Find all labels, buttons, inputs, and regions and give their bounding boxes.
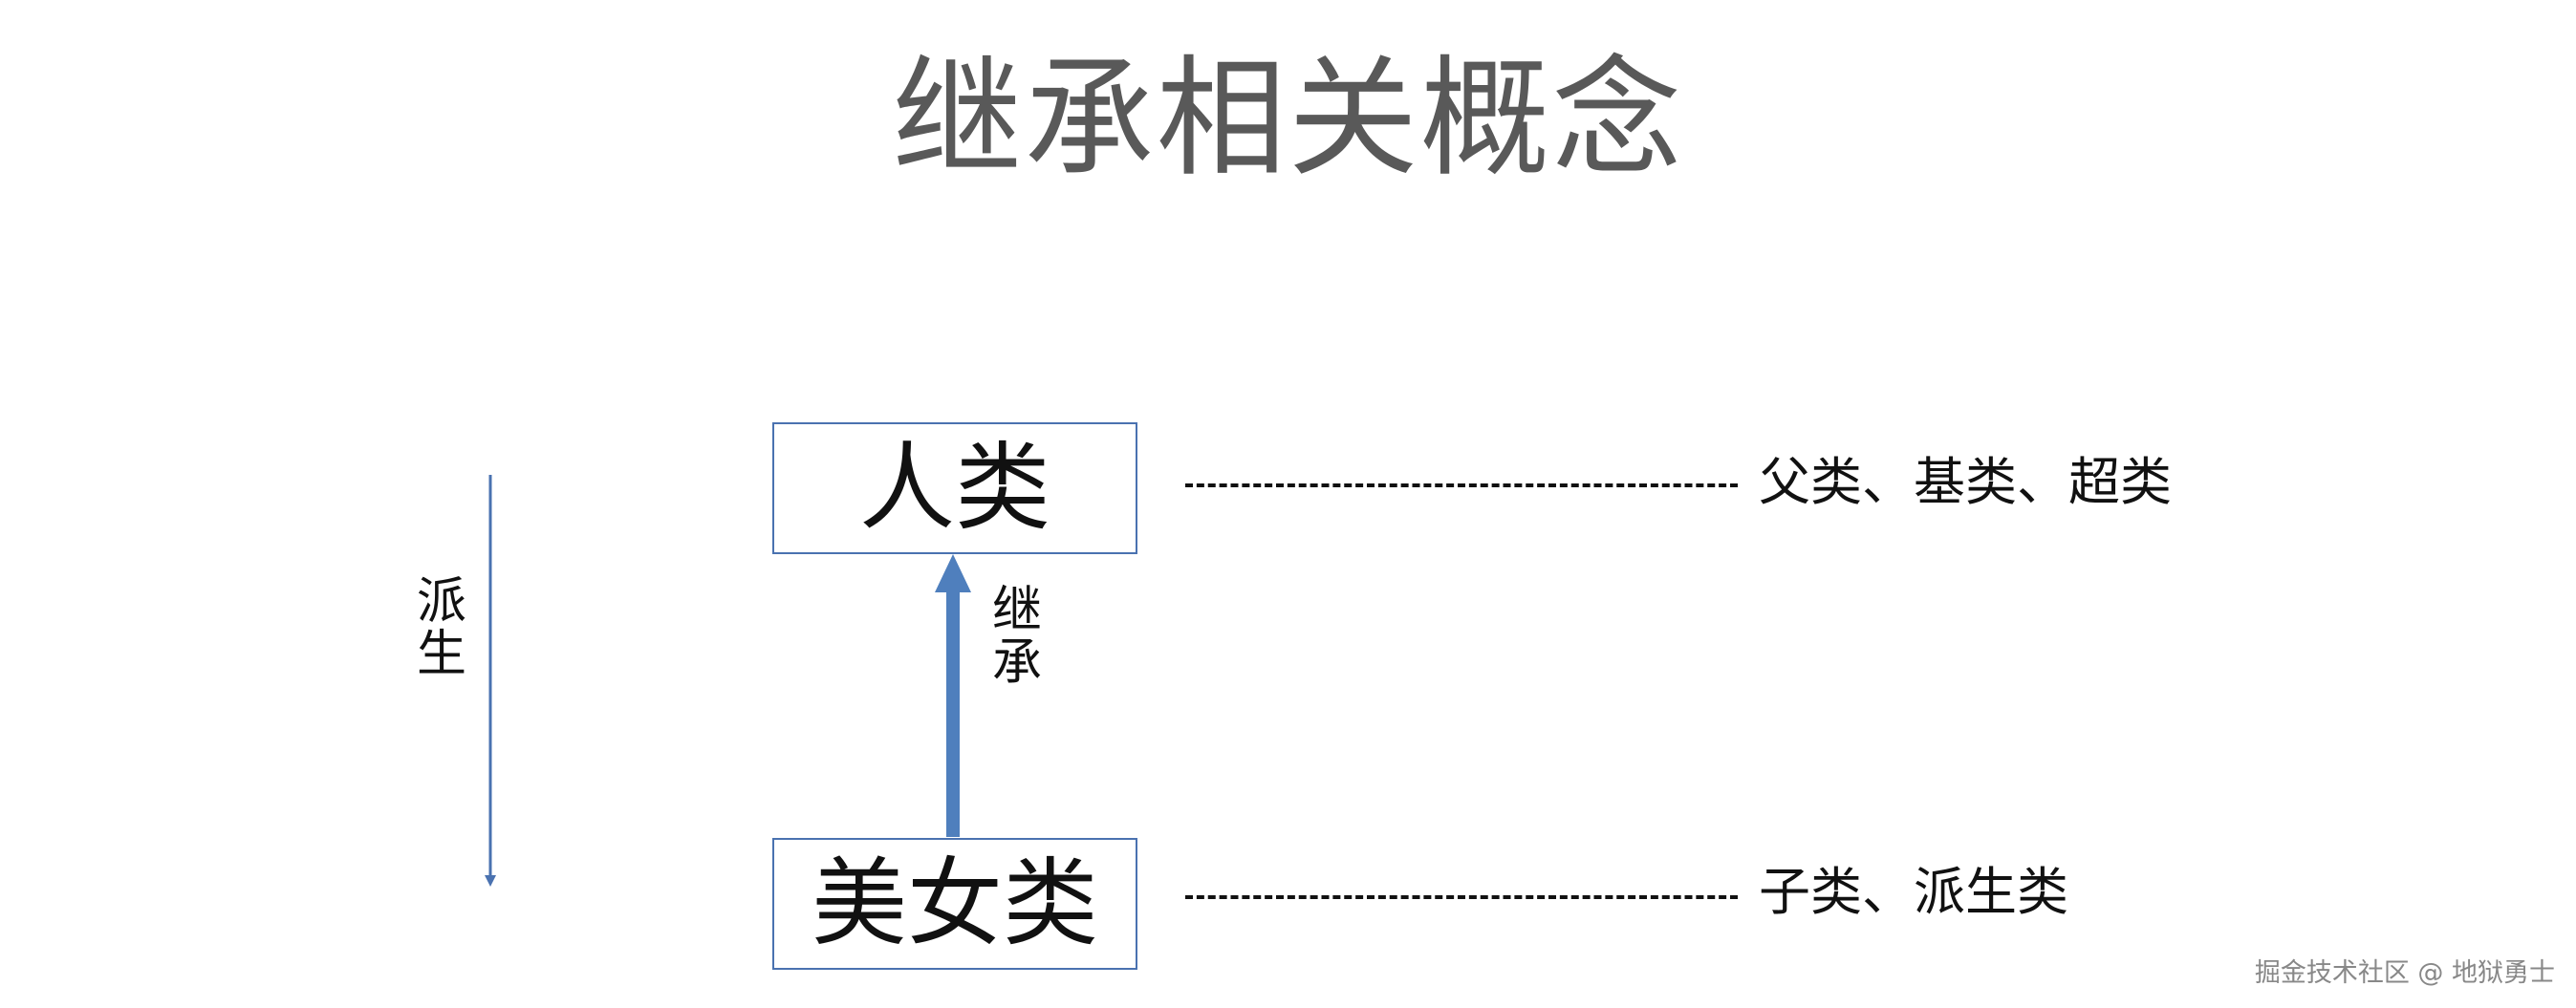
inherit-label: 继 承 (988, 585, 1046, 689)
derive-label-char: 派 (416, 573, 466, 631)
derive-arrow (485, 475, 496, 887)
parent-class-label: 人类 (859, 432, 1050, 544)
derive-label-char: 生 (416, 625, 466, 683)
child-dashed-connector (1185, 895, 1738, 899)
inherit-arrow (935, 554, 971, 837)
inherit-label-char: 继 (991, 582, 1042, 639)
child-class-box: 美女类 (772, 838, 1137, 970)
inherit-label-char: 承 (991, 633, 1042, 692)
watermark: 掘金技术社区 @ 地狱勇士 (2254, 958, 2555, 988)
derive-label: 派 生 (413, 576, 470, 680)
parent-terms-label: 父类、基类、超类 (1759, 452, 2172, 512)
parent-class-box: 人类 (772, 422, 1137, 554)
child-terms-label: 子类、派生类 (1759, 862, 2068, 922)
child-class-label: 美女类 (812, 847, 1098, 959)
slide-title: 继承相关概念 (892, 44, 1684, 195)
parent-dashed-connector (1185, 483, 1738, 487)
